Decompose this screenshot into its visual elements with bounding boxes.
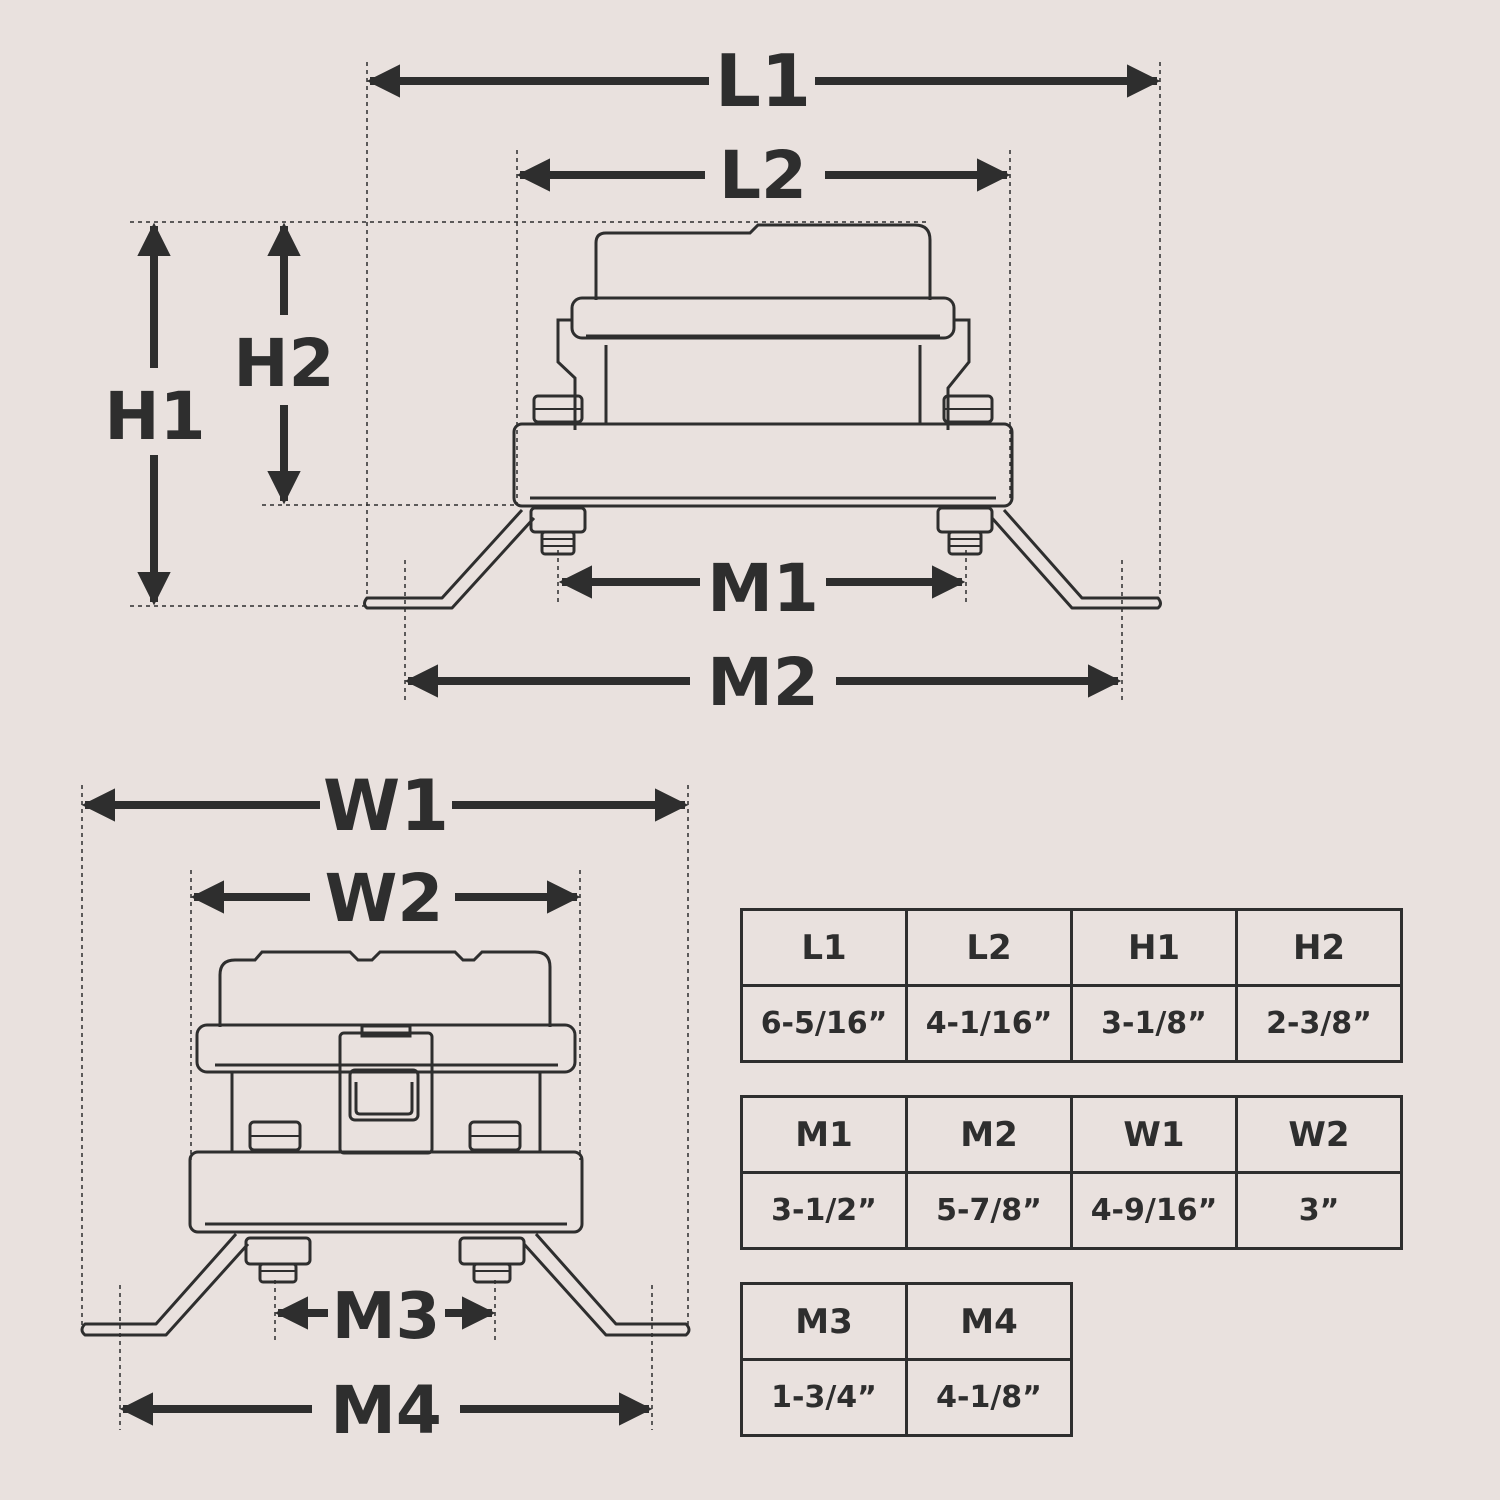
lid-rim (570, 296, 956, 340)
left-bottom-nut (529, 506, 587, 534)
table-value-cell: 2-3/8” (1235, 984, 1403, 1063)
label-M1: M1 (707, 550, 819, 627)
front-base (188, 1150, 584, 1234)
dimension-table-3: M3 M4 1-3/4” 4-1/8” (740, 1282, 1073, 1437)
side-view (130, 62, 1162, 700)
base (512, 422, 1014, 508)
label-M4: M4 (330, 1372, 442, 1449)
table-header-cell: H1 (1070, 908, 1238, 987)
front-right-bracket (522, 1233, 691, 1337)
table-header-cell: H2 (1235, 908, 1403, 987)
extension-lines-front (81, 785, 689, 1430)
table-header-row: M1 M2 W1 W2 (740, 1095, 1403, 1174)
table-value-cell: 4-1/8” (905, 1358, 1073, 1437)
left-bolt (540, 530, 576, 556)
right-bracket (990, 509, 1162, 610)
table-header-row: M3 M4 (740, 1282, 1073, 1361)
label-W1: W1 (323, 765, 449, 847)
extension-lines (130, 62, 1161, 700)
label-L1: L1 (715, 39, 811, 123)
table-value-cell: 3-1/2” (740, 1171, 908, 1250)
table-value-row: 1-3/4” 4-1/8” (740, 1358, 1073, 1437)
label-M2: M2 (707, 644, 819, 721)
front-view (80, 785, 691, 1430)
label-H2: H2 (233, 325, 334, 402)
right-bottom-nut (936, 506, 994, 534)
front-left-bolt (258, 1262, 298, 1284)
dimension-table-1: L1 L2 H1 H2 6-5/16” 4-1/16” 3-1/8” 2-3/8… (740, 908, 1403, 1063)
table-header-cell: M3 (740, 1282, 908, 1361)
front-right-bottom-nut (458, 1236, 526, 1266)
table-value-cell: 3” (1235, 1171, 1403, 1250)
front-left-bottom-nut (244, 1236, 312, 1266)
table-value-cell: 5-7/8” (905, 1171, 1073, 1250)
left-clip (556, 318, 577, 430)
front-latch-inner (348, 1068, 420, 1122)
front-lid-top (218, 950, 552, 1027)
front-latch-top (360, 1024, 412, 1038)
table-header-cell: M1 (740, 1095, 908, 1174)
table-value-row: 6-5/16” 4-1/16” 3-1/8” 2-3/8” (740, 984, 1403, 1063)
table-header-cell: W2 (1235, 1095, 1403, 1174)
front-view-dimensions (81, 788, 689, 1426)
table-header-cell: L2 (905, 908, 1073, 987)
label-W2: W2 (325, 860, 444, 937)
table-header-row: L1 L2 H1 H2 (740, 908, 1403, 987)
right-clip (946, 318, 971, 430)
label-M3: M3 (332, 1280, 440, 1354)
dimension-table-2: M1 M2 W1 W2 3-1/2” 5-7/8” 4-9/16” 3” (740, 1095, 1403, 1250)
table-value-row: 3-1/2” 5-7/8” 4-9/16” 3” (740, 1171, 1403, 1250)
table-header-cell: W1 (1070, 1095, 1238, 1174)
label-H1: H1 (104, 378, 205, 455)
table-value-cell: 1-3/4” (740, 1358, 908, 1437)
table-header-cell: L1 (740, 908, 908, 987)
table-value-cell: 4-9/16” (1070, 1171, 1238, 1250)
table-header-cell: M4 (905, 1282, 1073, 1361)
left-bracket (363, 508, 536, 610)
right-bolt (947, 530, 983, 556)
dimension-labels: L1 L2 H1 H2 M1 M2 W1 W2 M3 M4 (104, 39, 818, 1449)
table-header-cell: M2 (905, 1095, 1073, 1174)
front-right-bolt (472, 1262, 512, 1284)
front-left-bracket (80, 1233, 250, 1337)
table-value-cell: 4-1/16” (905, 984, 1073, 1063)
table-value-cell: 6-5/16” (740, 984, 908, 1063)
lid-top (594, 223, 932, 300)
table-value-cell: 3-1/8” (1070, 984, 1238, 1063)
side-view-dimensions (137, 64, 1161, 698)
label-L2: L2 (719, 137, 807, 214)
